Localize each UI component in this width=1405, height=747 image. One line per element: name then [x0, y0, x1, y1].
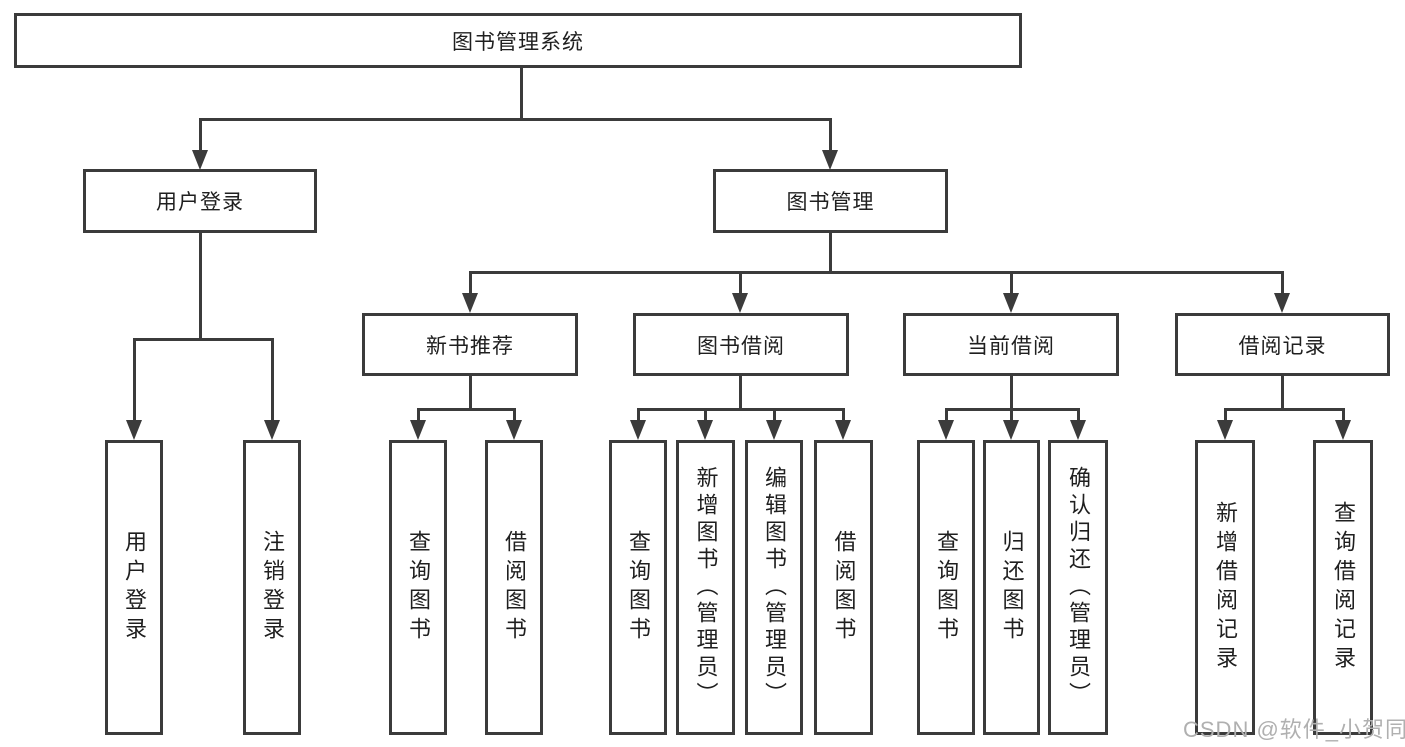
- arrow-down-icon: [1070, 420, 1086, 440]
- node-leaf-query-book-b: 查询图书: [609, 440, 667, 735]
- arrow-down-icon: [1335, 420, 1351, 440]
- connector-drop: [271, 338, 274, 421]
- node-leaf-borrow-book-a: 借阅图书: [485, 440, 543, 735]
- node-root: 图书管理系统: [14, 13, 1022, 68]
- node-leaf-query-record-label: 查询借阅记录: [1331, 500, 1356, 675]
- connector-drop: [1077, 408, 1080, 421]
- node-current-borrow: 当前借阅: [903, 313, 1119, 376]
- node-book-borrow: 图书借阅: [633, 313, 849, 376]
- arrow-down-icon: [630, 420, 646, 440]
- node-leaf-query-book-a: 查询图书: [389, 440, 447, 735]
- connector-stem-new-book: [469, 376, 472, 408]
- connector-drop: [704, 408, 707, 421]
- connector-drop: [133, 338, 136, 421]
- csdn-watermark: CSDN @软件_小贺同学: [1183, 717, 1405, 742]
- connector-drop: [842, 408, 845, 421]
- node-leaf-return-book: 归还图书: [983, 440, 1040, 735]
- node-leaf-query-record: 查询借阅记录: [1313, 440, 1373, 735]
- connector-hbar-borrow-records: [1224, 408, 1344, 411]
- arrow-down-icon: [938, 420, 954, 440]
- arrow-down-icon: [126, 420, 142, 440]
- node-borrow-records: 借阅记录: [1175, 313, 1390, 376]
- connector-drop: [739, 271, 742, 294]
- node-leaf-confirm-return-label: 确认归还（管理员）: [1066, 466, 1091, 709]
- node-user-login: 用户登录: [83, 169, 317, 233]
- arrow-down-icon: [410, 420, 426, 440]
- node-new-book-rec-label: 新书推荐: [426, 334, 514, 358]
- connector-stem-root: [520, 68, 523, 118]
- connector-drop: [773, 408, 776, 421]
- arrow-down-icon: [1217, 420, 1233, 440]
- arrow-down-icon: [766, 420, 782, 440]
- node-leaf-borrow-book-b: 借阅图书: [814, 440, 873, 735]
- node-leaf-confirm-return: 确认归还（管理员）: [1048, 440, 1108, 735]
- arrow-down-icon: [462, 293, 478, 313]
- node-book-mgmt: 图书管理: [713, 169, 948, 233]
- connector-hbar-user-login: [133, 338, 274, 341]
- arrow-down-icon: [192, 150, 208, 170]
- arrow-down-icon: [697, 420, 713, 440]
- arrow-down-icon: [835, 420, 851, 440]
- node-leaf-query-book-c-label: 查询图书: [934, 529, 959, 646]
- node-leaf-add-book: 新增图书（管理员）: [676, 440, 735, 735]
- connector-stem-book-borrow: [739, 376, 742, 408]
- node-leaf-borrow-book-a-label: 借阅图书: [502, 529, 527, 646]
- connector-drop: [1281, 271, 1284, 294]
- node-leaf-query-book-b-label: 查询图书: [626, 529, 651, 646]
- connector-drop: [1010, 271, 1013, 294]
- connector-hbar-new-book: [417, 408, 516, 411]
- node-leaf-user-login: 用户登录: [105, 440, 163, 735]
- connector-drop: [1342, 408, 1345, 421]
- connector-hbar-root: [199, 118, 832, 121]
- arrow-down-icon: [1003, 420, 1019, 440]
- connector-drop: [1224, 408, 1227, 421]
- node-leaf-logout-label: 注销登录: [260, 529, 285, 646]
- connector-drop: [469, 271, 472, 294]
- arrow-down-icon: [822, 150, 838, 170]
- node-new-book-rec: 新书推荐: [362, 313, 578, 376]
- connector-drop: [199, 118, 202, 151]
- node-leaf-add-record-label: 新增借阅记录: [1213, 500, 1238, 675]
- node-leaf-borrow-book-b-label: 借阅图书: [831, 529, 857, 646]
- connector-drop: [829, 118, 832, 151]
- node-leaf-return-book-label: 归还图书: [999, 529, 1025, 646]
- node-leaf-add-record: 新增借阅记录: [1195, 440, 1255, 735]
- node-current-borrow-label: 当前借阅: [967, 334, 1055, 358]
- connector-drop: [637, 408, 640, 421]
- node-leaf-edit-book-label: 编辑图书（管理员）: [762, 466, 787, 709]
- connector-stem-borrow-records: [1281, 376, 1284, 408]
- connector-drop: [1010, 408, 1013, 421]
- node-leaf-edit-book: 编辑图书（管理员）: [745, 440, 803, 735]
- node-leaf-logout: 注销登录: [243, 440, 301, 735]
- arrow-down-icon: [506, 420, 522, 440]
- node-leaf-add-book-label: 新增图书（管理员）: [693, 466, 719, 709]
- node-book-mgmt-label: 图书管理: [786, 191, 875, 214]
- connector-hbar-book-mgmt: [469, 271, 1284, 274]
- node-borrow-records-label: 借阅记录: [1238, 334, 1327, 358]
- node-leaf-query-book-c: 查询图书: [917, 440, 975, 735]
- connector-stem-book-mgmt: [829, 233, 832, 271]
- node-leaf-user-login-label: 用户登录: [122, 529, 147, 646]
- connector-stem-user-login: [199, 233, 202, 338]
- connector-drop: [945, 408, 948, 421]
- node-root-label: 图书管理系统: [452, 30, 584, 54]
- arrow-down-icon: [1274, 293, 1290, 313]
- node-leaf-query-book-a-label: 查询图书: [406, 529, 431, 646]
- connector-drop: [417, 408, 420, 421]
- node-book-borrow-label: 图书借阅: [697, 334, 785, 358]
- connector-drop: [513, 408, 516, 421]
- arrow-down-icon: [264, 420, 280, 440]
- connector-stem-current-borrow: [1010, 376, 1013, 408]
- node-user-login-label: 用户登录: [156, 191, 244, 214]
- connector-hbar-book-borrow: [637, 408, 845, 411]
- arrow-down-icon: [732, 293, 748, 313]
- arrow-down-icon: [1003, 293, 1019, 313]
